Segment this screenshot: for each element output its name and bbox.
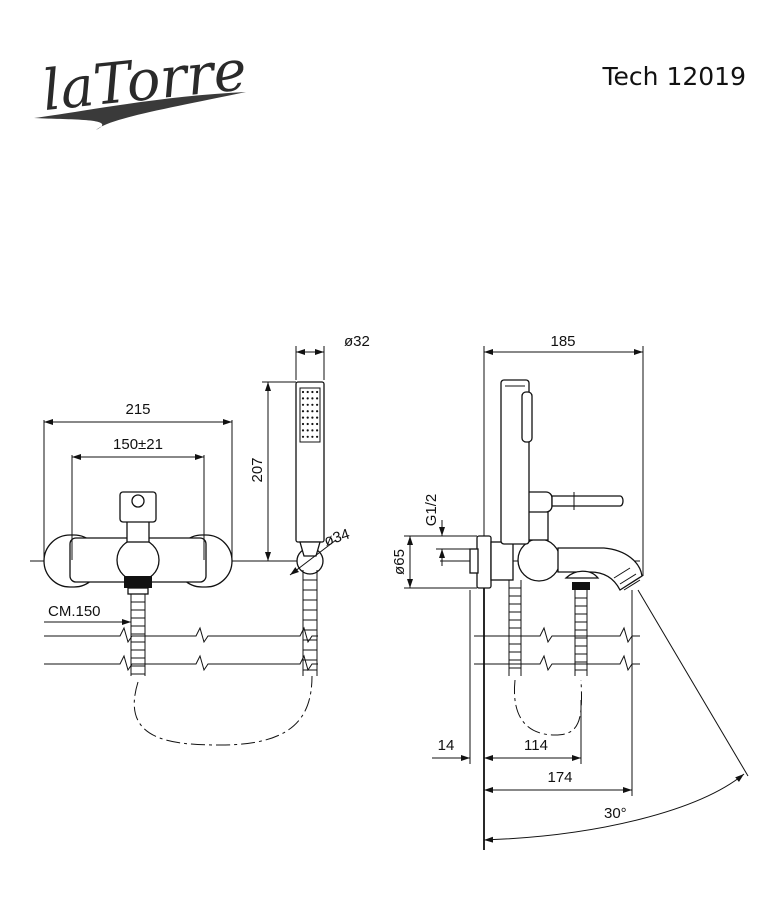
nozzle-dot <box>301 422 305 426</box>
side-view: 185 G1/2 ø65 14 114 174 30° <box>391 333 749 850</box>
dim-angle: 30° <box>604 805 627 822</box>
lever-knob <box>131 494 145 508</box>
dim-hose-length: CM.150 <box>48 603 101 620</box>
dim-34-leader <box>289 539 337 576</box>
nozzle-dot <box>301 410 305 413</box>
nozzle-dot <box>311 416 314 419</box>
dim-shower-diameter: ø32 <box>344 333 370 350</box>
nozzle-dot <box>301 397 305 400</box>
side-hose-loop <box>514 679 582 736</box>
side-lever-arm <box>551 495 624 507</box>
nozzle-dot <box>301 435 305 438</box>
nozzle-dot <box>306 435 309 438</box>
shower-face <box>299 387 321 443</box>
dim-spout-length: 174 <box>547 769 572 786</box>
nozzle-dot <box>306 416 309 419</box>
nozzle-dot <box>306 410 309 413</box>
lever-column <box>126 519 150 543</box>
dim-shower-height: 207 <box>249 457 266 482</box>
side-body <box>517 538 561 582</box>
nozzle-dot <box>301 429 305 432</box>
brand-logo: laTorre <box>34 38 250 130</box>
side-break-lines <box>474 626 640 672</box>
diverter-nut <box>572 582 590 590</box>
nozzle-dot <box>306 429 309 432</box>
front-view: 215 150±21 ø32 207 ø34 CM.150 <box>30 333 370 746</box>
outlet-ring <box>127 587 149 595</box>
nozzle-dot <box>316 435 319 438</box>
side-shower-head <box>521 391 533 443</box>
nozzle-dot <box>316 397 319 400</box>
nozzle-dot <box>311 435 314 438</box>
nozzle-dot <box>306 403 309 406</box>
hose-loop <box>133 675 313 746</box>
dim-flange-diameter: ø65 <box>391 549 408 575</box>
nozzle-dot <box>306 422 309 426</box>
nozzle-dot <box>316 410 319 413</box>
dim-connection: G1/2 <box>423 494 440 527</box>
nozzle-dot <box>306 390 309 394</box>
side-hose-right <box>574 590 588 676</box>
model-title: Tech 12019 <box>602 62 746 91</box>
nozzle-dot <box>301 390 305 394</box>
nozzle-dot <box>311 422 314 426</box>
side-eccentric <box>490 541 514 581</box>
nozzle-dot <box>316 416 319 419</box>
dim-spout-offset: 114 <box>524 737 548 754</box>
nozzle-dot <box>316 403 319 406</box>
dim-holder-diameter: ø34 <box>322 526 352 550</box>
diverter-cap <box>564 570 600 579</box>
side-hose-left <box>508 580 522 676</box>
nozzle-dot <box>316 390 319 394</box>
spout-aerator <box>613 567 641 591</box>
dim-width-total: 215 <box>125 401 150 418</box>
nozzle-dot <box>316 429 319 432</box>
nozzle-dot <box>311 397 314 400</box>
dim-depth-total: 185 <box>550 333 575 350</box>
shower-nozzles <box>301 390 319 438</box>
dim-centers: 150±21 <box>113 436 163 453</box>
angle-ray <box>637 589 749 777</box>
nozzle-dot <box>311 429 314 432</box>
spout <box>557 547 643 591</box>
side-flange <box>476 535 492 589</box>
nozzle-dot <box>316 422 319 426</box>
nozzle-dot <box>306 397 309 400</box>
outlet-nut <box>124 576 152 588</box>
mixer-center <box>116 538 160 582</box>
front-break-lines <box>44 626 318 672</box>
front-hose <box>130 594 146 676</box>
side-connector <box>469 548 479 574</box>
logo-swoosh <box>34 92 246 130</box>
dim-wall-gap: 14 <box>438 737 455 754</box>
holder-cone <box>299 541 321 557</box>
nozzle-dot <box>311 410 314 413</box>
nozzle-dot <box>311 403 314 406</box>
nozzle-dot <box>301 403 305 406</box>
nozzle-dot <box>311 390 314 394</box>
angle-arc <box>483 773 745 843</box>
nozzle-dot <box>301 416 305 419</box>
